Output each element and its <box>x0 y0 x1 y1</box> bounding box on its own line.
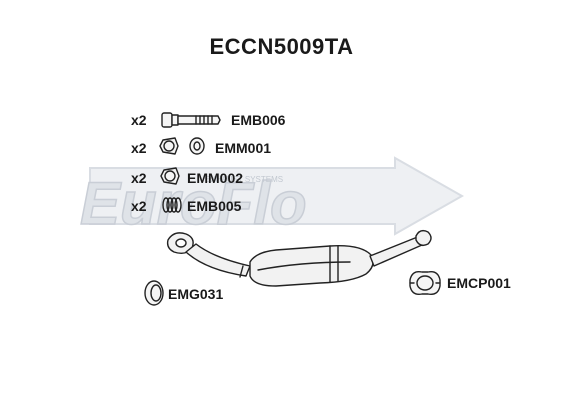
part-qty: x2 <box>131 140 147 156</box>
clamp-icon <box>409 270 441 296</box>
watermark-tagline: EXHAUST SYSTEMS <box>205 175 283 184</box>
nut-icon <box>159 137 179 155</box>
part-label-emm001: EMM001 <box>215 140 272 156</box>
part-label-emb006: EMB006 <box>231 112 286 128</box>
watermark-brand: EuroFlo <box>80 170 307 237</box>
part-label-emb005: EMB005 <box>187 198 242 214</box>
gasket-icon <box>144 280 164 306</box>
part-label-emg031: EMG031 <box>168 286 224 302</box>
spring-icon <box>162 197 182 213</box>
bolt-icon <box>161 112 221 128</box>
nut-icon-2 <box>160 167 180 185</box>
part-qty: x2 <box>131 112 147 128</box>
part-number-title: ECCN5009TA <box>209 34 354 59</box>
washer-icon <box>189 137 205 155</box>
part-label-emm002: EMM002 <box>187 170 244 186</box>
watermark-arrow <box>89 156 465 236</box>
part-qty: x2 <box>131 170 147 186</box>
part-label-emcp001: EMCP001 <box>447 275 511 291</box>
part-qty: x2 <box>131 198 147 214</box>
catalytic-converter-icon <box>166 229 432 287</box>
